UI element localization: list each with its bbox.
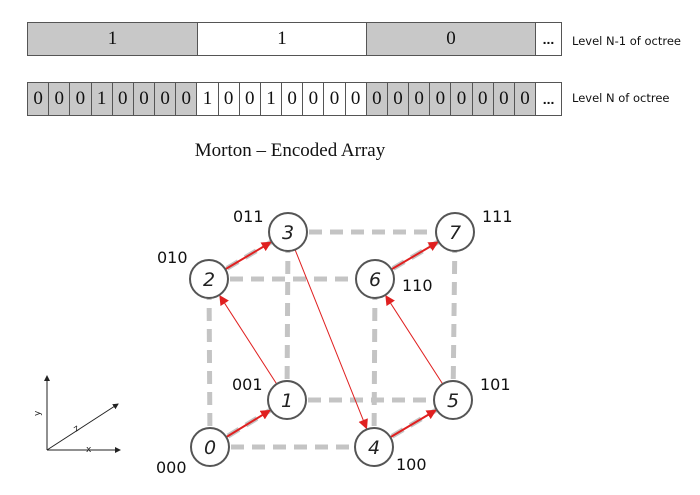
octree-node-1: 1 001 xyxy=(232,375,307,420)
morton-order-arrow xyxy=(224,241,272,271)
level-n-cell: 0 xyxy=(70,83,92,115)
morton-order-arrow xyxy=(225,409,271,438)
node-circle xyxy=(268,212,308,252)
z-axis-line xyxy=(46,403,119,451)
node-id-label: 2 xyxy=(203,269,215,291)
level-n-cell: 0 xyxy=(451,83,473,115)
level-n-cell: 0 xyxy=(112,83,134,115)
node-morton-code: 100 xyxy=(396,455,427,474)
level-n-cell: 0 xyxy=(218,83,240,115)
octree-node-3: 3 011 xyxy=(233,207,308,252)
level-n-cell: 0 xyxy=(155,83,177,115)
cube-edge xyxy=(371,278,378,448)
level-n-minus-1-cell: 1 xyxy=(28,23,198,55)
octree-node-4: 4 100 xyxy=(354,427,427,474)
node-id-label: 7 xyxy=(449,222,461,244)
octree-node-5: 5 101 xyxy=(433,375,511,420)
node-id-label: 5 xyxy=(447,390,459,412)
cube-edge xyxy=(206,278,213,448)
level-n-cell: 1 xyxy=(91,83,113,115)
octree-node-7: 7 111 xyxy=(435,207,513,252)
node-circle xyxy=(435,212,475,252)
axis-indicator: y x z xyxy=(33,375,121,455)
node-id-label: 3 xyxy=(282,222,294,244)
level-n-cell: 0 xyxy=(133,83,156,115)
level-n-cell: 0 xyxy=(472,83,494,115)
morton-order-arrow xyxy=(294,249,368,430)
node-circle xyxy=(433,380,473,420)
node-morton-code: 101 xyxy=(480,375,511,394)
node-morton-code: 001 xyxy=(232,375,263,394)
node-circle xyxy=(189,259,229,299)
level-n-cell: 0 xyxy=(493,83,515,115)
level-n-cell: 0 xyxy=(28,83,50,115)
level-n-cell: 0 xyxy=(324,83,346,115)
x-axis-label: x xyxy=(86,445,92,455)
y-axis-label: y xyxy=(33,410,43,416)
morton-order-arrows xyxy=(219,241,444,439)
level-n-cell: 1 xyxy=(197,83,219,115)
z-axis-label: z xyxy=(72,423,82,434)
node-circle xyxy=(190,427,230,467)
level-n-cell: 0 xyxy=(49,83,71,115)
level-n-cell: 0 xyxy=(366,83,388,115)
octree-node-6: 6 110 xyxy=(355,259,433,299)
level-n-minus-1-ellipsis: ... xyxy=(536,23,561,55)
level-n-minus-1-cell: 1 xyxy=(198,23,367,55)
morton-order-arrow xyxy=(389,409,437,439)
diagram-caption: Morton – Encoded Array xyxy=(194,140,386,161)
node-circle xyxy=(267,380,307,420)
level-n-cell: 0 xyxy=(303,83,325,115)
node-morton-code: 110 xyxy=(402,276,433,295)
node-id-label: 6 xyxy=(369,269,381,291)
level-n-cell: 1 xyxy=(260,83,283,115)
node-morton-code: 000 xyxy=(156,458,187,477)
level-n-cell: 0 xyxy=(176,83,198,115)
level-n-cell: 0 xyxy=(430,83,452,115)
cube-edges xyxy=(206,229,458,450)
node-id-label: 1 xyxy=(281,390,293,412)
level-n-cell: 0 xyxy=(409,83,431,115)
cube-edge xyxy=(284,231,291,401)
node-circle xyxy=(355,259,395,299)
node-morton-code: 010 xyxy=(157,248,188,267)
level-n-cell: 0 xyxy=(282,83,304,115)
level-n-cell: 0 xyxy=(239,83,261,115)
node-id-label: 0 xyxy=(204,437,216,459)
level-n-minus-1-array: 1 1 0 ... xyxy=(27,22,562,56)
morton-order-arrow xyxy=(390,241,439,271)
node-circle xyxy=(354,427,394,467)
level-n-cell: 0 xyxy=(514,83,537,115)
level-n-label: Level N of octree xyxy=(572,91,670,105)
level-n-cell: 0 xyxy=(387,83,410,115)
morton-order-arrow xyxy=(219,294,278,385)
level-n-cell: 0 xyxy=(345,83,367,115)
level-n-minus-1-cell: 0 xyxy=(367,23,536,55)
level-n-ellipsis: ... xyxy=(536,83,562,115)
node-morton-code: 111 xyxy=(482,207,513,226)
cube-edge xyxy=(450,231,458,401)
node-id-label: 4 xyxy=(368,437,380,459)
level-n-minus-1-label: Level N-1 of octree xyxy=(572,34,681,48)
node-morton-code: 011 xyxy=(233,207,264,226)
morton-order-arrow xyxy=(385,294,444,385)
